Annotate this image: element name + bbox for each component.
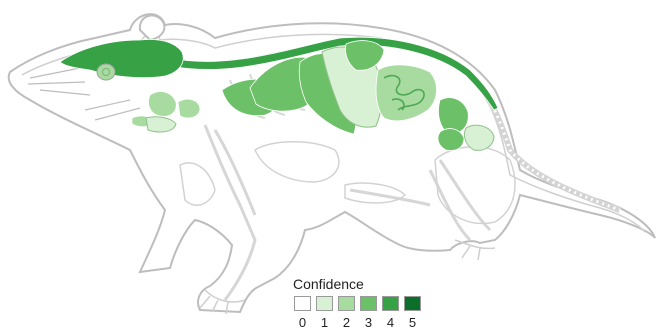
legend-label-4: 4 (382, 315, 399, 330)
legend-label-1: 1 (316, 315, 333, 330)
legend-title: Confidence (293, 276, 364, 292)
legend-label-0: 0 (294, 315, 311, 330)
legend-label-3: 3 (360, 315, 377, 330)
legend-swatch-2 (338, 296, 355, 311)
legend-label-5: 5 (404, 315, 421, 330)
legend-swatch-3 (360, 296, 377, 311)
legend-label-2: 2 (338, 315, 355, 330)
kidney-organ-lower (438, 129, 464, 151)
legend-swatch-1 (316, 296, 333, 311)
legend-swatch-5 (404, 296, 421, 311)
legend-swatch-0 (294, 296, 311, 311)
legend-swatch-4 (382, 296, 399, 311)
lymph-node-organ (178, 99, 200, 118)
eye-organ (97, 64, 115, 80)
